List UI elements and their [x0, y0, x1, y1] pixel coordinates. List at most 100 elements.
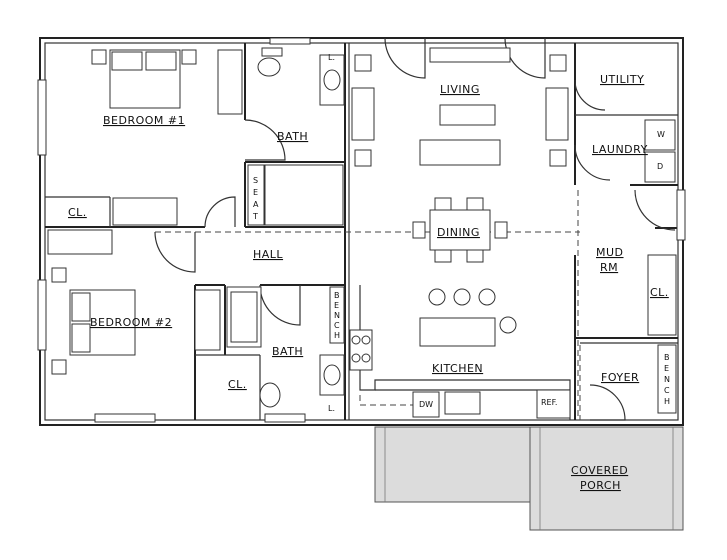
toilet-tank: [261, 47, 283, 57]
bench-letter: N: [334, 311, 340, 320]
dining-chair: [434, 249, 452, 263]
nightstand: [51, 267, 67, 283]
burner: [361, 353, 371, 363]
dining-chair: [466, 197, 484, 211]
nightstand: [91, 49, 107, 65]
coffee-table: [439, 104, 496, 126]
label-closet2: CL.: [228, 378, 247, 391]
bench-letter: E: [334, 301, 339, 310]
label-washer: W: [657, 130, 665, 139]
label-linen2: L.: [328, 404, 335, 413]
kitchen-counter: [359, 285, 571, 420]
label-dining: DINING: [437, 226, 480, 239]
label-closet3: CL.: [650, 286, 669, 299]
dining-chair: [466, 249, 484, 263]
dash-island: [359, 395, 415, 406]
label-bedroom1: BEDROOM #1: [103, 114, 185, 127]
bench-bath: [329, 286, 345, 344]
label-bath1: BATH: [277, 130, 308, 143]
kitchen-island: [419, 317, 496, 347]
door-arc: [574, 144, 611, 181]
door-arc: [204, 196, 236, 228]
refrigerator: [536, 389, 571, 419]
toilet: [259, 382, 281, 408]
label-dw: DW: [419, 400, 433, 409]
seat-letter: T: [252, 212, 258, 221]
window: [37, 279, 47, 351]
end-table: [549, 54, 567, 72]
label-bath2: BATH: [272, 345, 303, 358]
label-living: LIVING: [440, 83, 480, 96]
door-arc: [154, 231, 196, 273]
door-arc: [634, 189, 676, 231]
label-porch-1: COVERED: [571, 464, 628, 477]
armchair: [545, 87, 569, 141]
label-kitchen: KITCHEN: [432, 362, 483, 375]
label-foyer: FOYER: [601, 371, 639, 384]
dryer: [644, 151, 676, 183]
pillow: [111, 51, 143, 71]
toilet: [257, 57, 281, 77]
label-porch-2: PORCH: [580, 479, 621, 492]
bench-foyer-letters: B E N C H: [664, 353, 670, 406]
shower: [264, 164, 344, 226]
door-arc: [574, 79, 606, 111]
seat-letter: A: [253, 200, 259, 209]
stool: [499, 316, 517, 334]
dining-chair: [412, 221, 426, 239]
mud-closet: [647, 254, 677, 336]
dresser: [217, 49, 243, 115]
kitchen-sink: [444, 391, 481, 415]
label-hall: HALL: [253, 248, 283, 261]
dresser: [194, 289, 221, 351]
dining-table: [429, 209, 491, 251]
end-table: [354, 149, 372, 167]
door-arc: [384, 37, 426, 79]
window: [264, 413, 306, 423]
armchair: [351, 87, 375, 141]
sofa: [419, 139, 501, 166]
nightstand: [51, 359, 67, 375]
label-mud-2: RM: [600, 261, 618, 274]
label-dryer: D: [657, 162, 663, 171]
bench-letter: H: [664, 397, 670, 406]
door-arc: [504, 37, 546, 79]
stool: [478, 288, 496, 306]
bench-letter: H: [334, 331, 340, 340]
label-bedroom2: BEDROOM #2: [90, 316, 172, 329]
pillow: [71, 292, 91, 322]
range: [349, 329, 373, 371]
nightstand: [181, 49, 197, 65]
label-laundry: LAUNDRY: [592, 143, 648, 156]
bench-bath-letters: B E N C H: [334, 291, 340, 340]
label-closet1: CL.: [68, 206, 87, 219]
label-utility: UTILITY: [600, 73, 644, 86]
door-arc: [589, 384, 626, 421]
burner: [361, 335, 371, 345]
dishwasher: [412, 391, 440, 418]
window: [37, 79, 47, 156]
stool: [453, 288, 471, 306]
window: [269, 37, 311, 45]
bench-letter: N: [664, 375, 670, 384]
bench-letter: B: [334, 291, 340, 300]
tub-inner: [230, 291, 258, 343]
seat-letter: E: [253, 188, 258, 197]
end-table: [549, 149, 567, 167]
burner: [351, 353, 361, 363]
seat-letter: S: [253, 176, 258, 185]
bench-foyer: [657, 344, 677, 414]
stool: [428, 288, 446, 306]
label-mud-1: MUD: [596, 246, 624, 259]
door-arc: [244, 119, 286, 161]
pillow: [145, 51, 177, 71]
washer: [644, 119, 676, 151]
bench-letter: E: [664, 364, 669, 373]
porch-area-lower: [529, 426, 684, 531]
end-table: [354, 54, 372, 72]
dining-chair: [494, 221, 508, 239]
desk: [47, 229, 113, 255]
dining-chair: [434, 197, 452, 211]
pillow: [71, 323, 91, 353]
